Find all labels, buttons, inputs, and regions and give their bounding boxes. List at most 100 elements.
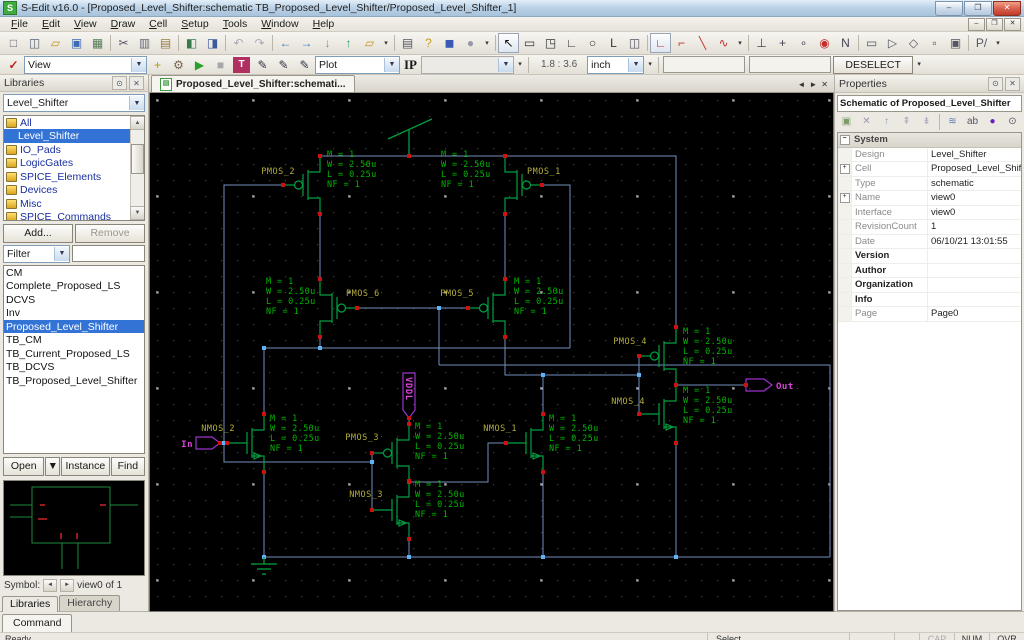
dropdown-icon[interactable]: ▾ xyxy=(514,55,526,75)
library-item-devices[interactable]: Devices xyxy=(4,183,144,197)
library-list[interactable]: AllLevel_ShifterIO_PadsLogicGatesSPICE_E… xyxy=(3,115,145,221)
view-grid-icon[interactable]: ◨ xyxy=(202,33,223,53)
open-icon[interactable]: ▱ xyxy=(45,33,66,53)
dropdown-icon[interactable]: ▾ xyxy=(380,33,392,53)
deselect-button[interactable]: DESELECT xyxy=(833,56,913,74)
pin-icon[interactable]: ⊙ xyxy=(112,76,127,90)
open-dropdown-icon[interactable]: ▼ xyxy=(45,457,60,476)
chevron-down-icon[interactable]: ▼ xyxy=(384,58,399,72)
cell-item-tb_dcvs[interactable]: TB_DCVS xyxy=(4,360,144,374)
dropdown-icon[interactable]: ▾ xyxy=(913,55,925,75)
cell-item-tb_proposed_level_shifter[interactable]: TB_Proposed_Level_Shifter xyxy=(4,374,144,388)
add-library-button[interactable]: Add... xyxy=(3,224,73,243)
cell-item-complete_proposed_ls[interactable]: Complete_Proposed_LS xyxy=(4,279,144,293)
check-design-icon[interactable]: ◧ xyxy=(181,33,202,53)
scroll-thumb[interactable] xyxy=(131,144,144,174)
panel-tab-hierarchy[interactable]: Hierarchy xyxy=(59,595,120,611)
inout-port-icon[interactable]: ◇ xyxy=(903,33,924,53)
cell-list[interactable]: CMComplete_Proposed_LSDCVSInvProposed_Le… xyxy=(3,265,145,454)
setup-tool-icon[interactable]: ⚙ xyxy=(168,55,189,75)
library-item-level_shifter[interactable]: Level_Shifter xyxy=(4,129,144,143)
menu-file[interactable]: File xyxy=(4,17,35,31)
pan-tool-icon[interactable]: + xyxy=(147,55,168,75)
redo-icon[interactable]: ↷ xyxy=(249,33,270,53)
promote-property-icon[interactable]: ↑ xyxy=(877,113,896,131)
library-item-io_pads[interactable]: IO_Pads xyxy=(4,143,144,157)
polygon-tool-icon[interactable]: ◳ xyxy=(540,33,561,53)
expand-icon[interactable]: + xyxy=(840,193,850,203)
tab-scroll-right-icon[interactable]: ► xyxy=(809,80,817,89)
probe-voltage-icon[interactable]: ✎ xyxy=(252,55,273,75)
pop-out-icon[interactable]: ↑ xyxy=(338,33,359,53)
dropdown-icon[interactable]: ▾ xyxy=(481,33,493,53)
stop-simulation-icon[interactable]: ■ xyxy=(210,55,231,75)
circle-tool-icon[interactable]: ○ xyxy=(582,33,603,53)
new-view-icon[interactable]: ◫ xyxy=(24,33,45,53)
manual-icon[interactable]: ◼ xyxy=(439,33,460,53)
push-into-icon[interactable]: ↓ xyxy=(317,33,338,53)
document-tab[interactable]: ▤ Proposed_Level_Shifter:schemati... xyxy=(151,75,355,92)
property-value[interactable]: Level_Shifter xyxy=(928,148,1021,162)
property-group-system[interactable]: −System xyxy=(838,133,1021,148)
delete-property-icon[interactable]: ✕ xyxy=(857,113,876,131)
cell-item-tb_current_proposed_ls[interactable]: TB_Current_Proposed_LS xyxy=(4,347,144,361)
expand-icon[interactable]: + xyxy=(840,164,850,174)
menu-window[interactable]: Window xyxy=(254,17,305,31)
coordinate-field-x[interactable] xyxy=(663,56,745,73)
instance-button[interactable]: Instance xyxy=(61,457,110,476)
other-port-icon[interactable]: ▫ xyxy=(924,33,945,53)
save-all-icon[interactable]: ▦ xyxy=(87,33,108,53)
wire-curve-icon[interactable]: ∿ xyxy=(713,33,734,53)
chevron-down-icon[interactable]: ▼ xyxy=(129,96,144,110)
path-tool-icon[interactable]: ∟ xyxy=(561,33,582,53)
menu-setup[interactable]: Setup xyxy=(174,17,215,31)
restore-button[interactable]: ❐ xyxy=(964,1,992,16)
net-dot-icon[interactable]: ◉ xyxy=(814,33,835,53)
design-combo[interactable]: Level_Shifter▼ xyxy=(3,94,145,111)
scroll-down-icon[interactable]: ▼ xyxy=(130,206,145,220)
property-value[interactable] xyxy=(928,264,1021,278)
close-icon[interactable]: ✕ xyxy=(129,76,144,90)
menu-edit[interactable]: Edit xyxy=(35,17,67,31)
filter-input[interactable] xyxy=(72,245,145,262)
context-help-icon[interactable]: ? xyxy=(418,33,439,53)
close-button[interactable]: ✕ xyxy=(993,1,1021,16)
undo-icon[interactable]: ↶ xyxy=(228,33,249,53)
move-down-icon[interactable]: ⇟ xyxy=(917,113,936,131)
tab-scroll-left-icon[interactable]: ◄ xyxy=(797,80,805,89)
property-value[interactable] xyxy=(928,249,1021,263)
property-value[interactable]: 1 xyxy=(928,220,1021,234)
library-item-spice_elements[interactable]: SPICE_Elements xyxy=(4,170,144,184)
new-icon[interactable]: □ xyxy=(3,33,24,53)
open-design-icon[interactable]: ▱ xyxy=(359,33,380,53)
validate-icon[interactable]: ✓ xyxy=(3,55,24,75)
probe-current-icon[interactable]: ✎ xyxy=(273,55,294,75)
mdi-restore-button[interactable]: ❐ xyxy=(986,18,1003,31)
ip-tool-icon[interactable]: IP xyxy=(400,55,421,75)
property-value[interactable] xyxy=(928,293,1021,307)
scrollbar[interactable]: ▲ ▼ xyxy=(130,116,144,220)
move-up-icon[interactable]: ⇞ xyxy=(897,113,916,131)
cut-icon[interactable]: ✂ xyxy=(113,33,134,53)
cell-item-tb_cm[interactable]: TB_CM xyxy=(4,333,144,347)
unit-combo[interactable]: inch▼ xyxy=(587,56,644,74)
wire-diagonal-icon[interactable]: ╲ xyxy=(692,33,713,53)
dropdown-icon[interactable]: ▾ xyxy=(644,55,656,75)
schematic-canvas[interactable]: PMOS_2M = 1W = 2.50uL = 0.25uNF = 1PMOS_… xyxy=(149,93,834,612)
command-tab[interactable]: Command xyxy=(2,614,72,632)
print-icon[interactable]: ▤ xyxy=(397,33,418,53)
view-combo[interactable]: View▼ xyxy=(24,56,147,74)
find-button[interactable]: Find xyxy=(111,457,145,476)
tab-close-icon[interactable]: ✕ xyxy=(821,80,828,89)
instance-tool-icon[interactable]: ◫ xyxy=(624,33,645,53)
chevron-down-icon[interactable]: ▼ xyxy=(628,58,643,72)
copy-icon[interactable]: ▥ xyxy=(134,33,155,53)
property-value[interactable]: schematic xyxy=(928,177,1021,191)
back-icon[interactable]: ← xyxy=(275,33,296,53)
show-hidden-icon[interactable]: ⊙ xyxy=(1003,113,1022,131)
filter-combo[interactable]: Filter▼ xyxy=(3,245,70,263)
library-item-logicgates[interactable]: LogicGates xyxy=(4,156,144,170)
plot-combo[interactable]: Plot▼ xyxy=(315,56,400,74)
save-icon[interactable]: ▣ xyxy=(66,33,87,53)
coordinate-field-y[interactable] xyxy=(749,56,831,73)
